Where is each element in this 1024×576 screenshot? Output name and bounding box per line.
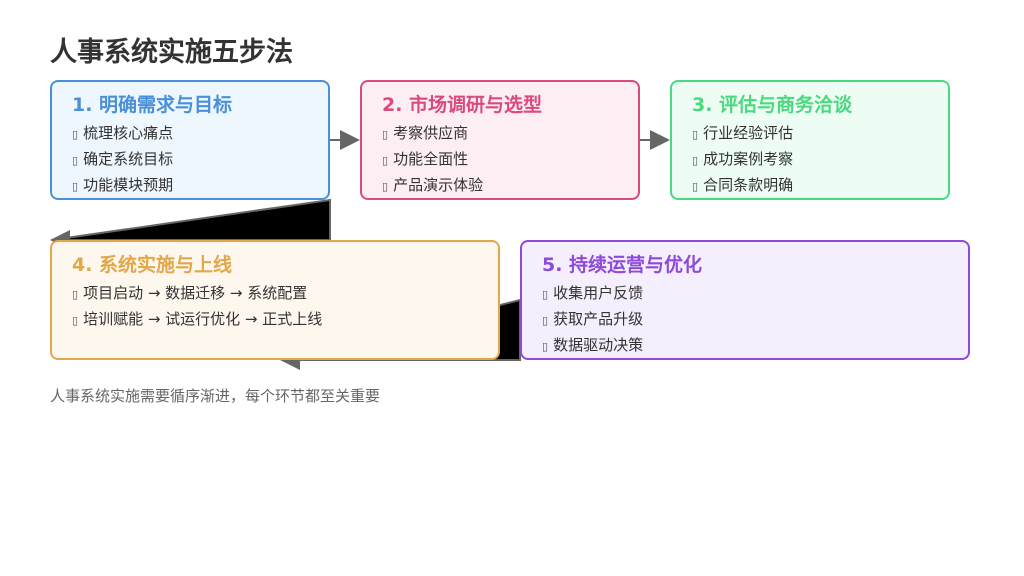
step-title: 4. 系统实施与上线 [72, 254, 233, 276]
list-item: ▯收集用户反馈 [542, 284, 644, 302]
list-item: ▯功能模块预期 [72, 176, 174, 194]
step-4-card: 4. 系统实施与上线 ▯项目启动 → 数据迁移 → 系统配置 ▯培训赋能 → 试… [50, 240, 500, 360]
bullet-icon: ▯ [72, 154, 79, 167]
step-title: 2. 市场调研与选型 [382, 94, 543, 116]
list-item: ▯项目启动 → 数据迁移 → 系统配置 [72, 284, 308, 302]
bullet-icon: ▯ [72, 180, 79, 193]
list-item: ▯功能全面性 [382, 150, 469, 168]
step-5-card: 5. 持续运营与优化 ▯收集用户反馈 ▯获取产品升级 ▯数据驱动决策 [520, 240, 970, 360]
bullet-icon: ▯ [72, 288, 79, 301]
list-item: ▯考察供应商 [382, 124, 469, 142]
bullet-icon: ▯ [382, 154, 389, 167]
bullet-icon: ▯ [72, 314, 79, 327]
list-item: ▯行业经验评估 [692, 124, 794, 142]
footer-note: 人事系统实施需要循序渐进，每个环节都至关重要 [50, 387, 381, 405]
list-item: ▯培训赋能 → 试运行优化 → 正式上线 [72, 310, 323, 328]
list-item: ▯梳理核心痛点 [72, 124, 174, 142]
bullet-icon: ▯ [692, 154, 699, 167]
bullet-icon: ▯ [692, 180, 699, 193]
bullet-icon: ▯ [542, 340, 549, 353]
arrow-3-4 [51, 198, 331, 241]
step-title: 1. 明确需求与目标 [72, 94, 233, 116]
bullet-icon: ▯ [542, 314, 549, 327]
list-item: ▯成功案例考察 [692, 150, 794, 168]
bullet-icon: ▯ [692, 128, 699, 141]
step-1-card: 1. 明确需求与目标 ▯梳理核心痛点 ▯确定系统目标 ▯功能模块预期 [50, 80, 330, 200]
list-item: ▯确定系统目标 [72, 150, 174, 168]
list-item: ▯产品演示体验 [382, 176, 484, 194]
bullet-icon: ▯ [72, 128, 79, 141]
step-3-card: 3. 评估与商务洽谈 ▯行业经验评估 ▯成功案例考察 ▯合同条款明确 [670, 80, 950, 200]
list-item: ▯获取产品升级 [542, 310, 644, 328]
step-title: 5. 持续运营与优化 [542, 254, 703, 276]
bullet-icon: ▯ [542, 288, 549, 301]
step-2-card: 2. 市场调研与选型 ▯考察供应商 ▯功能全面性 ▯产品演示体验 [360, 80, 640, 200]
bullet-icon: ▯ [382, 180, 389, 193]
page-title: 人事系统实施五步法 [50, 37, 293, 68]
bullet-icon: ▯ [382, 128, 389, 141]
list-item: ▯合同条款明确 [692, 176, 794, 194]
step-title: 3. 评估与商务洽谈 [692, 94, 853, 116]
list-item: ▯数据驱动决策 [542, 336, 644, 354]
